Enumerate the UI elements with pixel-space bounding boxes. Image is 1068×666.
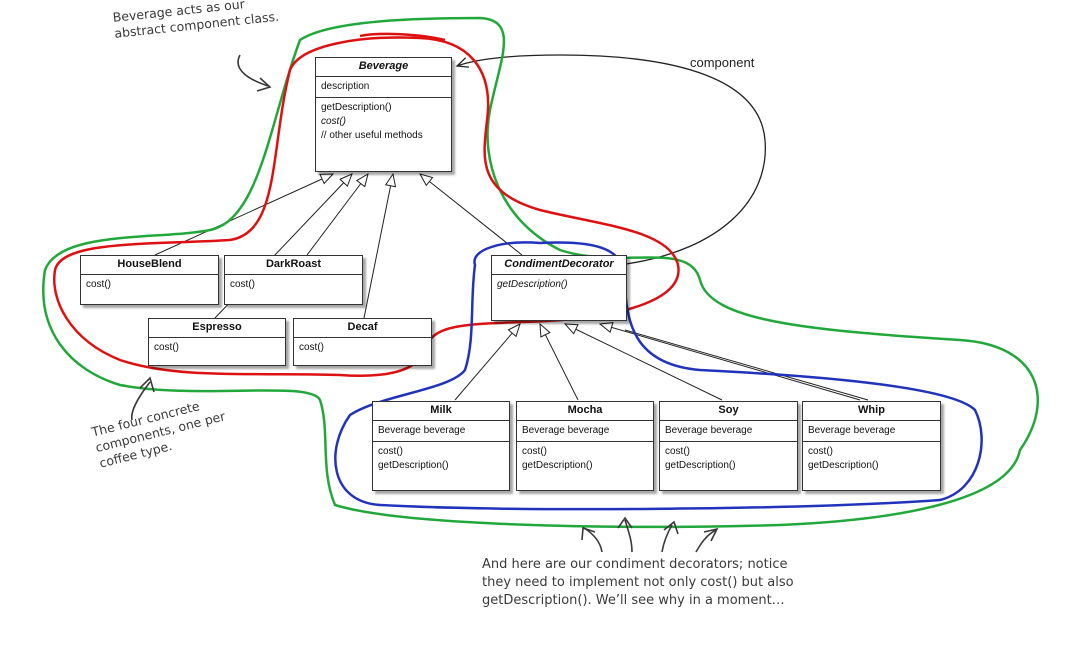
attribute: Beverage beverage — [378, 425, 466, 436]
method: cost() — [665, 446, 690, 457]
class-decaf[interactable]: Decaf cost() — [293, 318, 432, 366]
class-methods: cost() getDescription() — [373, 442, 509, 476]
method: getDescription() — [321, 102, 392, 113]
class-methods: cost() getDescription() — [517, 442, 653, 476]
method: cost() — [808, 446, 833, 457]
class-methods: cost() — [81, 275, 218, 295]
class-methods: cost() — [149, 338, 285, 358]
class-name: Milk — [373, 402, 509, 421]
note-line: they need to implement not only cost() b… — [482, 575, 794, 590]
class-methods: cost() — [225, 275, 362, 295]
class-name: Mocha — [517, 402, 653, 421]
note-condiment-decorators: And here are our condiment decorators; n… — [482, 556, 794, 610]
class-houseblend[interactable]: HouseBlend cost() — [80, 255, 219, 305]
method: getDescription() — [665, 460, 736, 471]
class-attributes: Beverage beverage — [517, 421, 653, 442]
method: // other useful methods — [321, 130, 423, 141]
method: cost() — [230, 279, 255, 290]
class-name: Whip — [803, 402, 940, 421]
class-name: Soy — [660, 402, 797, 421]
class-name: CondimentDecorator — [492, 256, 626, 275]
class-name: Espresso — [149, 319, 285, 338]
class-espresso[interactable]: Espresso cost() — [148, 318, 286, 366]
method: cost() — [154, 342, 179, 353]
method: cost() — [299, 342, 324, 353]
note-line: getDescription(). We’ll see why in a mom… — [482, 593, 785, 608]
class-methods: getDescription() cost() // other useful … — [316, 98, 451, 146]
method: cost() — [321, 116, 346, 127]
attribute: Beverage beverage — [665, 425, 753, 436]
class-attributes: description — [316, 77, 451, 98]
class-darkroast[interactable]: DarkRoast cost() — [224, 255, 363, 305]
method: cost() — [522, 446, 547, 457]
class-attributes: Beverage beverage — [660, 421, 797, 442]
class-methods: cost() — [294, 338, 431, 358]
class-name: Beverage — [316, 58, 451, 77]
class-condimentdecorator[interactable]: CondimentDecorator getDescription() — [491, 255, 627, 321]
method: cost() — [378, 446, 403, 457]
class-whip[interactable]: Whip Beverage beverage cost() getDescrip… — [802, 401, 941, 491]
method: getDescription() — [522, 460, 593, 471]
red-outline — [53, 36, 680, 378]
method: getDescription() — [497, 279, 568, 290]
class-milk[interactable]: Milk Beverage beverage cost() getDescrip… — [372, 401, 510, 491]
class-attributes: Beverage beverage — [803, 421, 940, 442]
annotation-arrows — [130, 54, 719, 553]
class-methods: cost() getDescription() — [803, 442, 940, 476]
class-methods: cost() getDescription() — [660, 442, 797, 476]
class-beverage[interactable]: Beverage description getDescription() co… — [315, 57, 452, 172]
class-soy[interactable]: Soy Beverage beverage cost() getDescript… — [659, 401, 798, 491]
class-attributes: Beverage beverage — [373, 421, 509, 442]
class-name: HouseBlend — [81, 256, 218, 275]
note-line: And here are our condiment decorators; n… — [482, 557, 788, 572]
component-arrow — [455, 54, 766, 265]
attribute: Beverage beverage — [522, 425, 610, 436]
green-outline — [42, 16, 1040, 529]
method: cost() — [86, 279, 111, 290]
method: getDescription() — [808, 460, 879, 471]
attribute: description — [321, 81, 370, 92]
class-name: Decaf — [294, 319, 431, 338]
method: getDescription() — [378, 460, 449, 471]
class-name: DarkRoast — [225, 256, 362, 275]
component-label: component — [690, 55, 755, 70]
class-methods: getDescription() — [492, 275, 626, 295]
class-mocha[interactable]: Mocha Beverage beverage cost() getDescri… — [516, 401, 654, 491]
attribute: Beverage beverage — [808, 425, 896, 436]
